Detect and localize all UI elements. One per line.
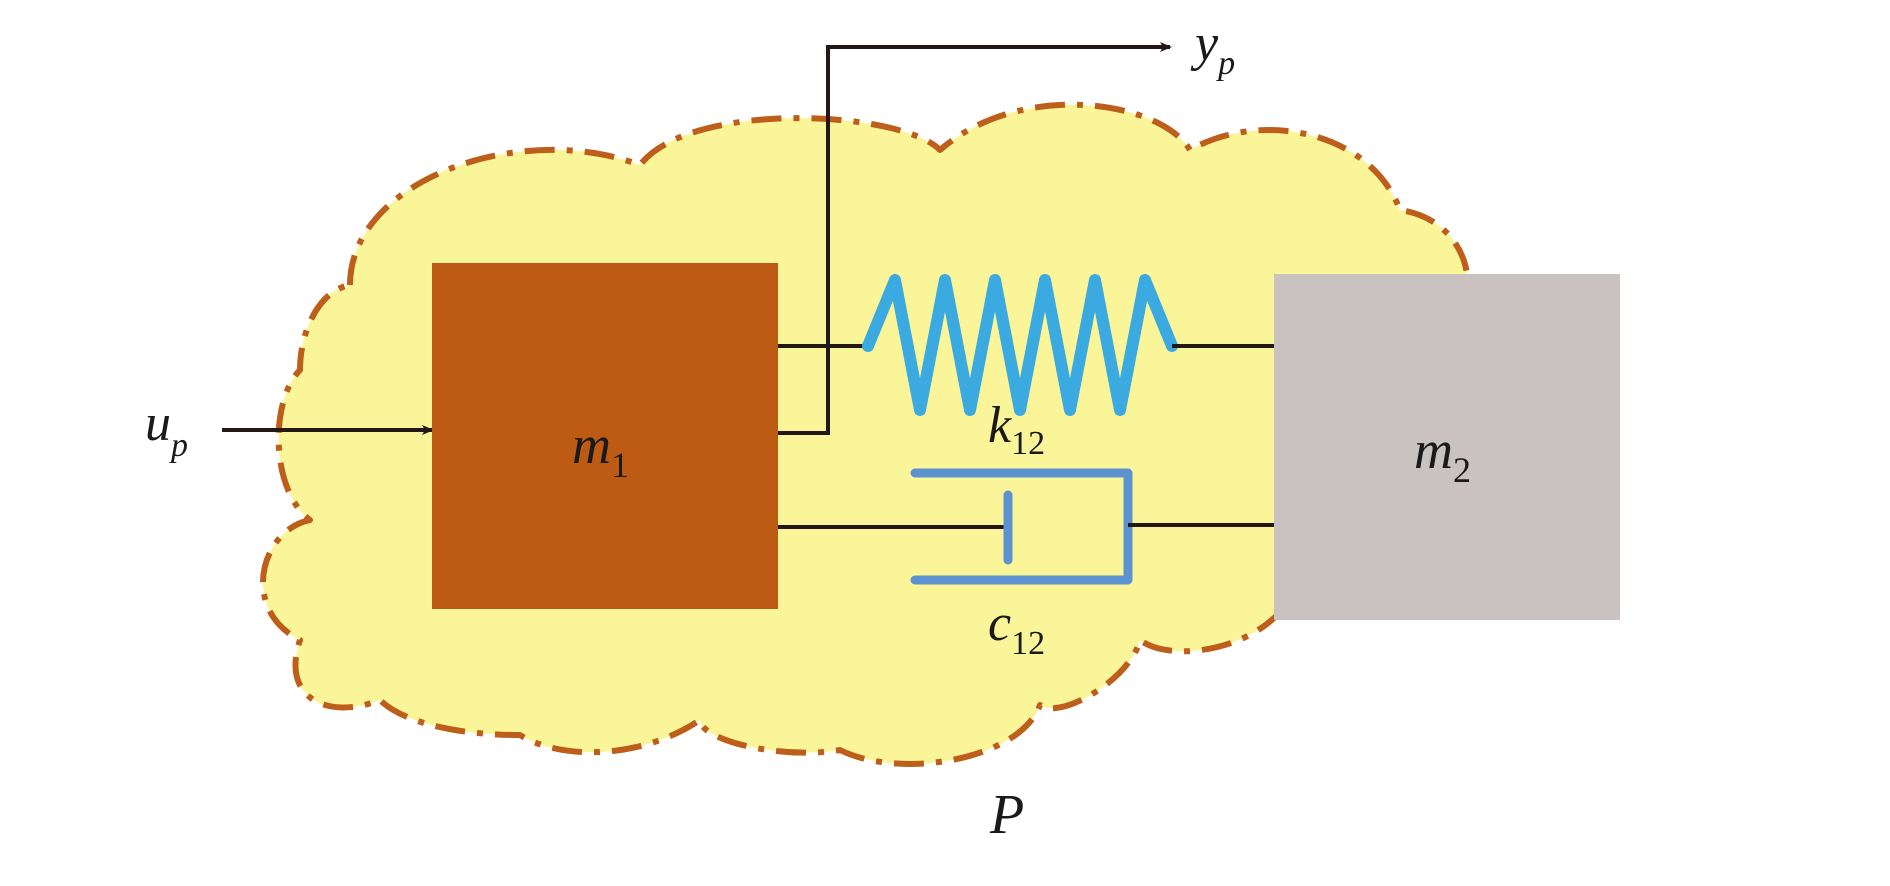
output-line xyxy=(778,42,1172,435)
label-input-up: up xyxy=(145,395,188,464)
label-mass-1: m1 xyxy=(572,415,629,485)
mass-2-block xyxy=(1274,274,1620,620)
spring-coil xyxy=(862,274,1178,416)
label-plant-p: P xyxy=(989,784,1024,846)
label-output-yp: yp xyxy=(1190,15,1235,82)
damper xyxy=(778,468,1274,585)
mass-1-block xyxy=(432,263,778,609)
label-spring-k12: k12 xyxy=(988,397,1045,462)
label-mass-2: m2 xyxy=(1414,420,1471,490)
spring xyxy=(778,274,1274,416)
label-damper-c12: c12 xyxy=(988,595,1045,662)
